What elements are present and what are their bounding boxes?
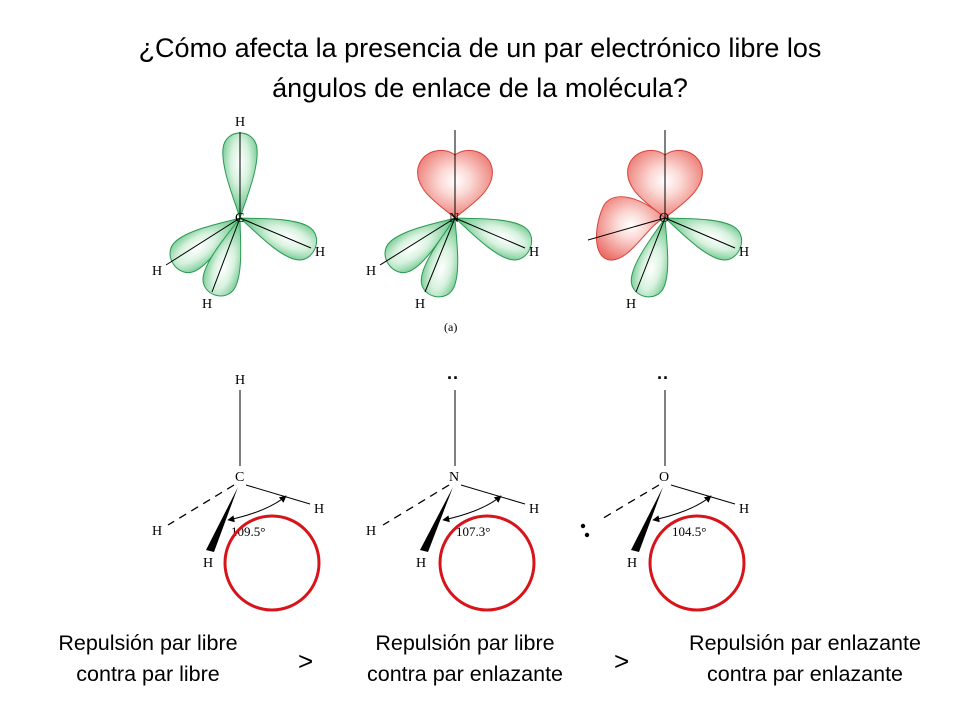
hydrogen-label: H	[415, 297, 425, 312]
caption-line: contra par enlazante	[366, 662, 564, 686]
highlight-circle	[223, 514, 321, 612]
caption-line: Repulsión par libre	[375, 631, 555, 655]
ammonia-structure: ·· N H H H 107.3°	[366, 368, 539, 612]
angle-arrow	[652, 495, 712, 523]
title-line-1: ¿Cómo afecta la presencia de un par elec…	[138, 33, 822, 63]
highlight-circle	[438, 514, 536, 612]
panel-label: (a)	[444, 320, 457, 334]
bond-angle-label: 107.3°	[456, 524, 490, 539]
page-title: ¿Cómo afecta la presencia de un par elec…	[40, 28, 920, 108]
hydrogen-label: H	[627, 556, 637, 571]
caption-line: contra par enlazante	[706, 662, 904, 686]
lone-pair-orbital-lobe	[595, 196, 666, 261]
greater-than-symbol: >	[614, 646, 630, 676]
hydrogen-label: H	[366, 524, 376, 539]
hydrogen-label: H	[739, 245, 749, 260]
wedge-bond	[206, 487, 238, 552]
bonding-orbital-lobe	[232, 200, 323, 266]
bond-line	[454, 217, 526, 249]
central-atom-label: N	[449, 470, 459, 485]
hydrogen-label: H	[235, 115, 245, 130]
central-atom-label: O	[659, 211, 669, 226]
caption-lone-bonding: Repulsión par libre contra par enlazante	[335, 628, 595, 690]
bond-angle-label: 104.5°	[672, 524, 706, 539]
central-atom-label: C	[235, 470, 244, 485]
hydrogen-label: H	[315, 245, 325, 260]
bond-line	[460, 484, 526, 505]
bond-line	[424, 217, 456, 293]
hydrogen-label: H	[626, 297, 636, 312]
hydrogen-label: H	[366, 264, 376, 279]
hydrogen-label: H	[416, 556, 426, 571]
bond-line	[670, 484, 736, 505]
bond-line	[165, 217, 241, 266]
hydrogen-label: H	[152, 524, 162, 539]
hydrogen-label: H	[152, 264, 162, 279]
bond-line	[245, 484, 311, 505]
methane-structure: H C H H H 109.5°	[152, 373, 324, 612]
wedge-bond	[420, 487, 453, 552]
caption-line: Repulsión par libre	[58, 631, 238, 655]
caption-line: contra par libre	[76, 662, 220, 686]
caption-lone-lone: Repulsión par libre contra par libre	[28, 628, 268, 690]
lone-pair-dot	[580, 523, 586, 529]
bond-line	[635, 217, 666, 293]
title-line-2: ángulos de enlace de la molécula?	[272, 73, 688, 103]
lone-pair-dots: ··	[447, 368, 459, 388]
lone-pair-dot	[584, 532, 590, 538]
hydrogen-label: H	[739, 502, 749, 517]
hydrogen-label: H	[529, 245, 539, 260]
lone-pair-dots: ··	[657, 368, 669, 388]
hydrogen-label: H	[529, 502, 539, 517]
bond-line	[379, 217, 456, 266]
greater-than-symbol: >	[298, 646, 314, 676]
angle-arrow	[227, 495, 287, 523]
hydrogen-label: H	[235, 373, 245, 388]
angle-arrow	[442, 495, 502, 523]
dashed-lone-pair-axis	[599, 484, 660, 521]
hydrogen-label: H	[314, 502, 324, 517]
water-structure: ·· O H H 104.5°	[580, 368, 749, 612]
highlight-circle	[648, 514, 746, 612]
methane-orbital-model: C H H H H	[152, 115, 325, 312]
central-atom-label: C	[235, 211, 244, 226]
axis-line	[587, 217, 666, 241]
bond-line	[664, 217, 736, 249]
caption-bonding-bonding: Repulsión par enlazante contra par enlaz…	[655, 628, 955, 690]
wedge-bond	[631, 487, 663, 552]
bond-line	[211, 217, 241, 293]
hydrogen-label: H	[202, 297, 212, 312]
ammonia-orbital-model: N H H H	[366, 130, 539, 312]
water-orbital-model: O H H	[587, 130, 749, 312]
caption-line: Repulsión par enlazante	[689, 631, 921, 655]
bond-line	[239, 217, 312, 249]
central-atom-label: O	[659, 470, 669, 485]
hydrogen-label: H	[203, 556, 213, 571]
central-atom-label: N	[449, 211, 459, 226]
